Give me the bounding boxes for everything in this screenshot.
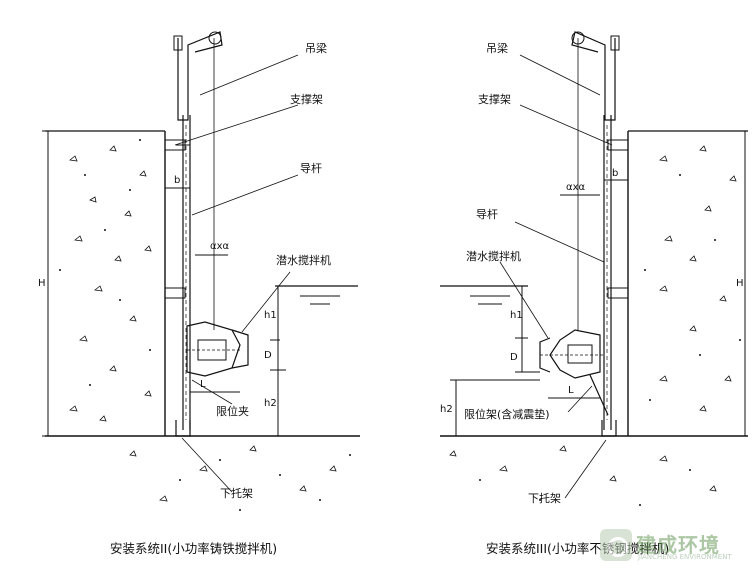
- left-dim-H: H: [38, 278, 46, 289]
- right-wall: [440, 130, 748, 506]
- right-label-guide-rod: 导杆: [476, 207, 498, 221]
- left-dim-axa: αxα: [210, 241, 230, 252]
- logo-mark-icon: [600, 529, 632, 561]
- right-dim-h2: h2: [440, 404, 453, 415]
- left-caption: 安装系统II(小功率铸铁搅拌机): [110, 541, 277, 556]
- right-dim-H: H: [736, 278, 744, 289]
- left-dim-h2: h2: [264, 398, 277, 409]
- left-dim-h1: h1: [264, 310, 277, 321]
- left-dim-b: b: [174, 175, 180, 186]
- watermark-name: 建成环境: [636, 533, 720, 557]
- left-label-guide-rod: 导杆: [300, 161, 322, 175]
- left-label-bracket: 支撑架: [290, 92, 323, 106]
- left-wall: [45, 130, 360, 511]
- right-dim-h1: h1: [510, 310, 523, 321]
- right-label-mixer: 潜水搅拌机: [466, 249, 521, 263]
- right-dim-D: D: [510, 352, 518, 363]
- right-label-limit-frame: 限位架(含减震垫): [464, 407, 550, 421]
- left-label-limit-clamp: 限位夹: [216, 404, 249, 418]
- left-label-lower-bracket: 下托架: [220, 486, 253, 500]
- right-label-bracket: 支撑架: [478, 92, 511, 106]
- right-system: [440, 31, 748, 506]
- watermark-subtitle: JIANCHENG ENVIRONMENT: [638, 553, 732, 561]
- right-label-lower-bracket: 下托架: [528, 491, 561, 505]
- left-dim-L: L: [200, 379, 206, 390]
- right-dim-axa: αxα: [566, 182, 586, 193]
- left-dim-D: D: [264, 350, 272, 361]
- right-label-beam: 吊梁: [486, 41, 508, 55]
- watermark-logo: 建成环境 JIANCHENG ENVIRONMENT: [598, 527, 748, 565]
- left-system: [42, 31, 360, 511]
- right-dim-b: b: [612, 168, 618, 179]
- right-dim-L: L: [568, 385, 574, 396]
- left-label-beam: 吊梁: [305, 41, 327, 55]
- left-label-mixer: 潜水搅拌机: [276, 253, 331, 267]
